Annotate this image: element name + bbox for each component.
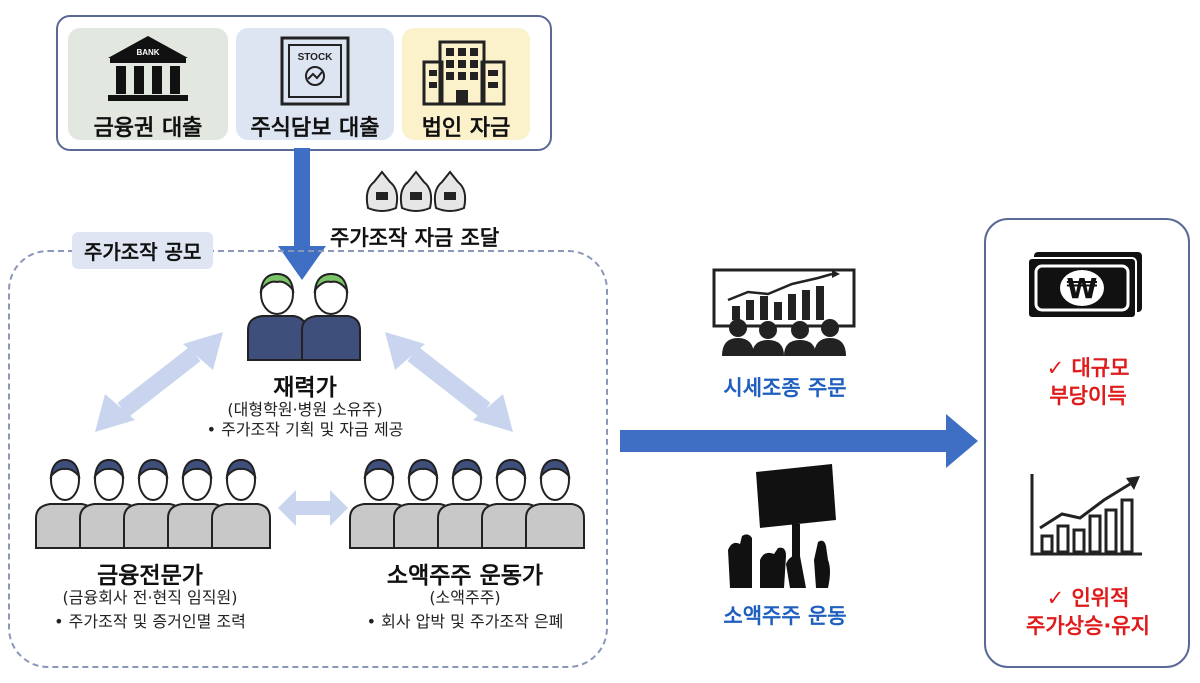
rising-bar-chart-icon — [1030, 474, 1142, 556]
stock-certificate-icon: STOCK — [280, 36, 350, 106]
finance-expert-subtitle: (금융회사 전·현직 임직원) — [62, 588, 238, 607]
bank-loan-tile: BANK 금융권 대출 — [68, 28, 228, 141]
left-diagonal-double-arrow — [95, 332, 223, 432]
price-line-1: ✓ 인위적 — [1046, 586, 1130, 610]
corporate-funds-label: 법인 자금 — [421, 116, 511, 141]
minority-movement-label: 소액주주 운동 — [723, 604, 847, 628]
funding-down-arrow — [278, 148, 326, 280]
finance-expert-title: 금융전문가 — [97, 563, 203, 589]
results-box — [984, 218, 1190, 668]
main-right-arrow — [620, 414, 978, 468]
bank-loan-label: 금융권 대출 — [93, 116, 203, 141]
money-bags-icon — [365, 170, 467, 212]
stock-badge: STOCK — [298, 52, 334, 63]
activist-title: 소액주주 운동가 — [386, 563, 544, 589]
financier-role: • 주가조작 기획 및 자금 제공 — [206, 420, 404, 439]
stock-collateral-tile: STOCK 주식담보 대출 — [236, 28, 394, 141]
activists-people-icon — [349, 458, 585, 549]
stock-collateral-label: 주식담보 대출 — [250, 116, 380, 141]
activist-subtitle: (소액주주) — [429, 588, 501, 607]
stock-chart-audience-icon — [712, 268, 856, 356]
banknote-icon: ₩ — [1027, 252, 1142, 319]
profit-line-2: 부당이득 — [1049, 384, 1127, 408]
price-manipulation-orders-label: 시세조종 주문 — [723, 376, 847, 400]
corporate-funds-tile: 법인 자금 — [402, 28, 530, 141]
finance-expert-role: • 주가조작 및 증거인멸 조력 — [54, 612, 246, 631]
right-diagonal-double-arrow — [385, 332, 513, 432]
bank-badge: BANK — [136, 48, 159, 57]
bank-icon: BANK — [108, 36, 188, 101]
won-symbol: ₩ — [1067, 272, 1098, 305]
profit-line-1: ✓ 대규모 — [1046, 356, 1130, 380]
protest-sign-icon — [728, 464, 836, 588]
price-line-2: 주가상승·유지 — [1026, 614, 1150, 638]
fund-raising-label: 주가조작 자금 조달 — [330, 226, 500, 250]
conspiracy-group-box — [8, 250, 608, 668]
conspiracy-label: 주가조작 공모 — [72, 232, 214, 269]
financier-subtitle: (대형학원·병원 소유주) — [227, 400, 383, 419]
activist-role: • 회사 압박 및 주가조작 은폐 — [366, 612, 564, 631]
finance-experts-people-icon — [35, 458, 271, 549]
building-icon — [422, 40, 506, 106]
horizontal-double-arrow — [278, 490, 348, 526]
financier-people-icon — [247, 272, 361, 361]
financier-title: 재력가 — [273, 375, 337, 401]
